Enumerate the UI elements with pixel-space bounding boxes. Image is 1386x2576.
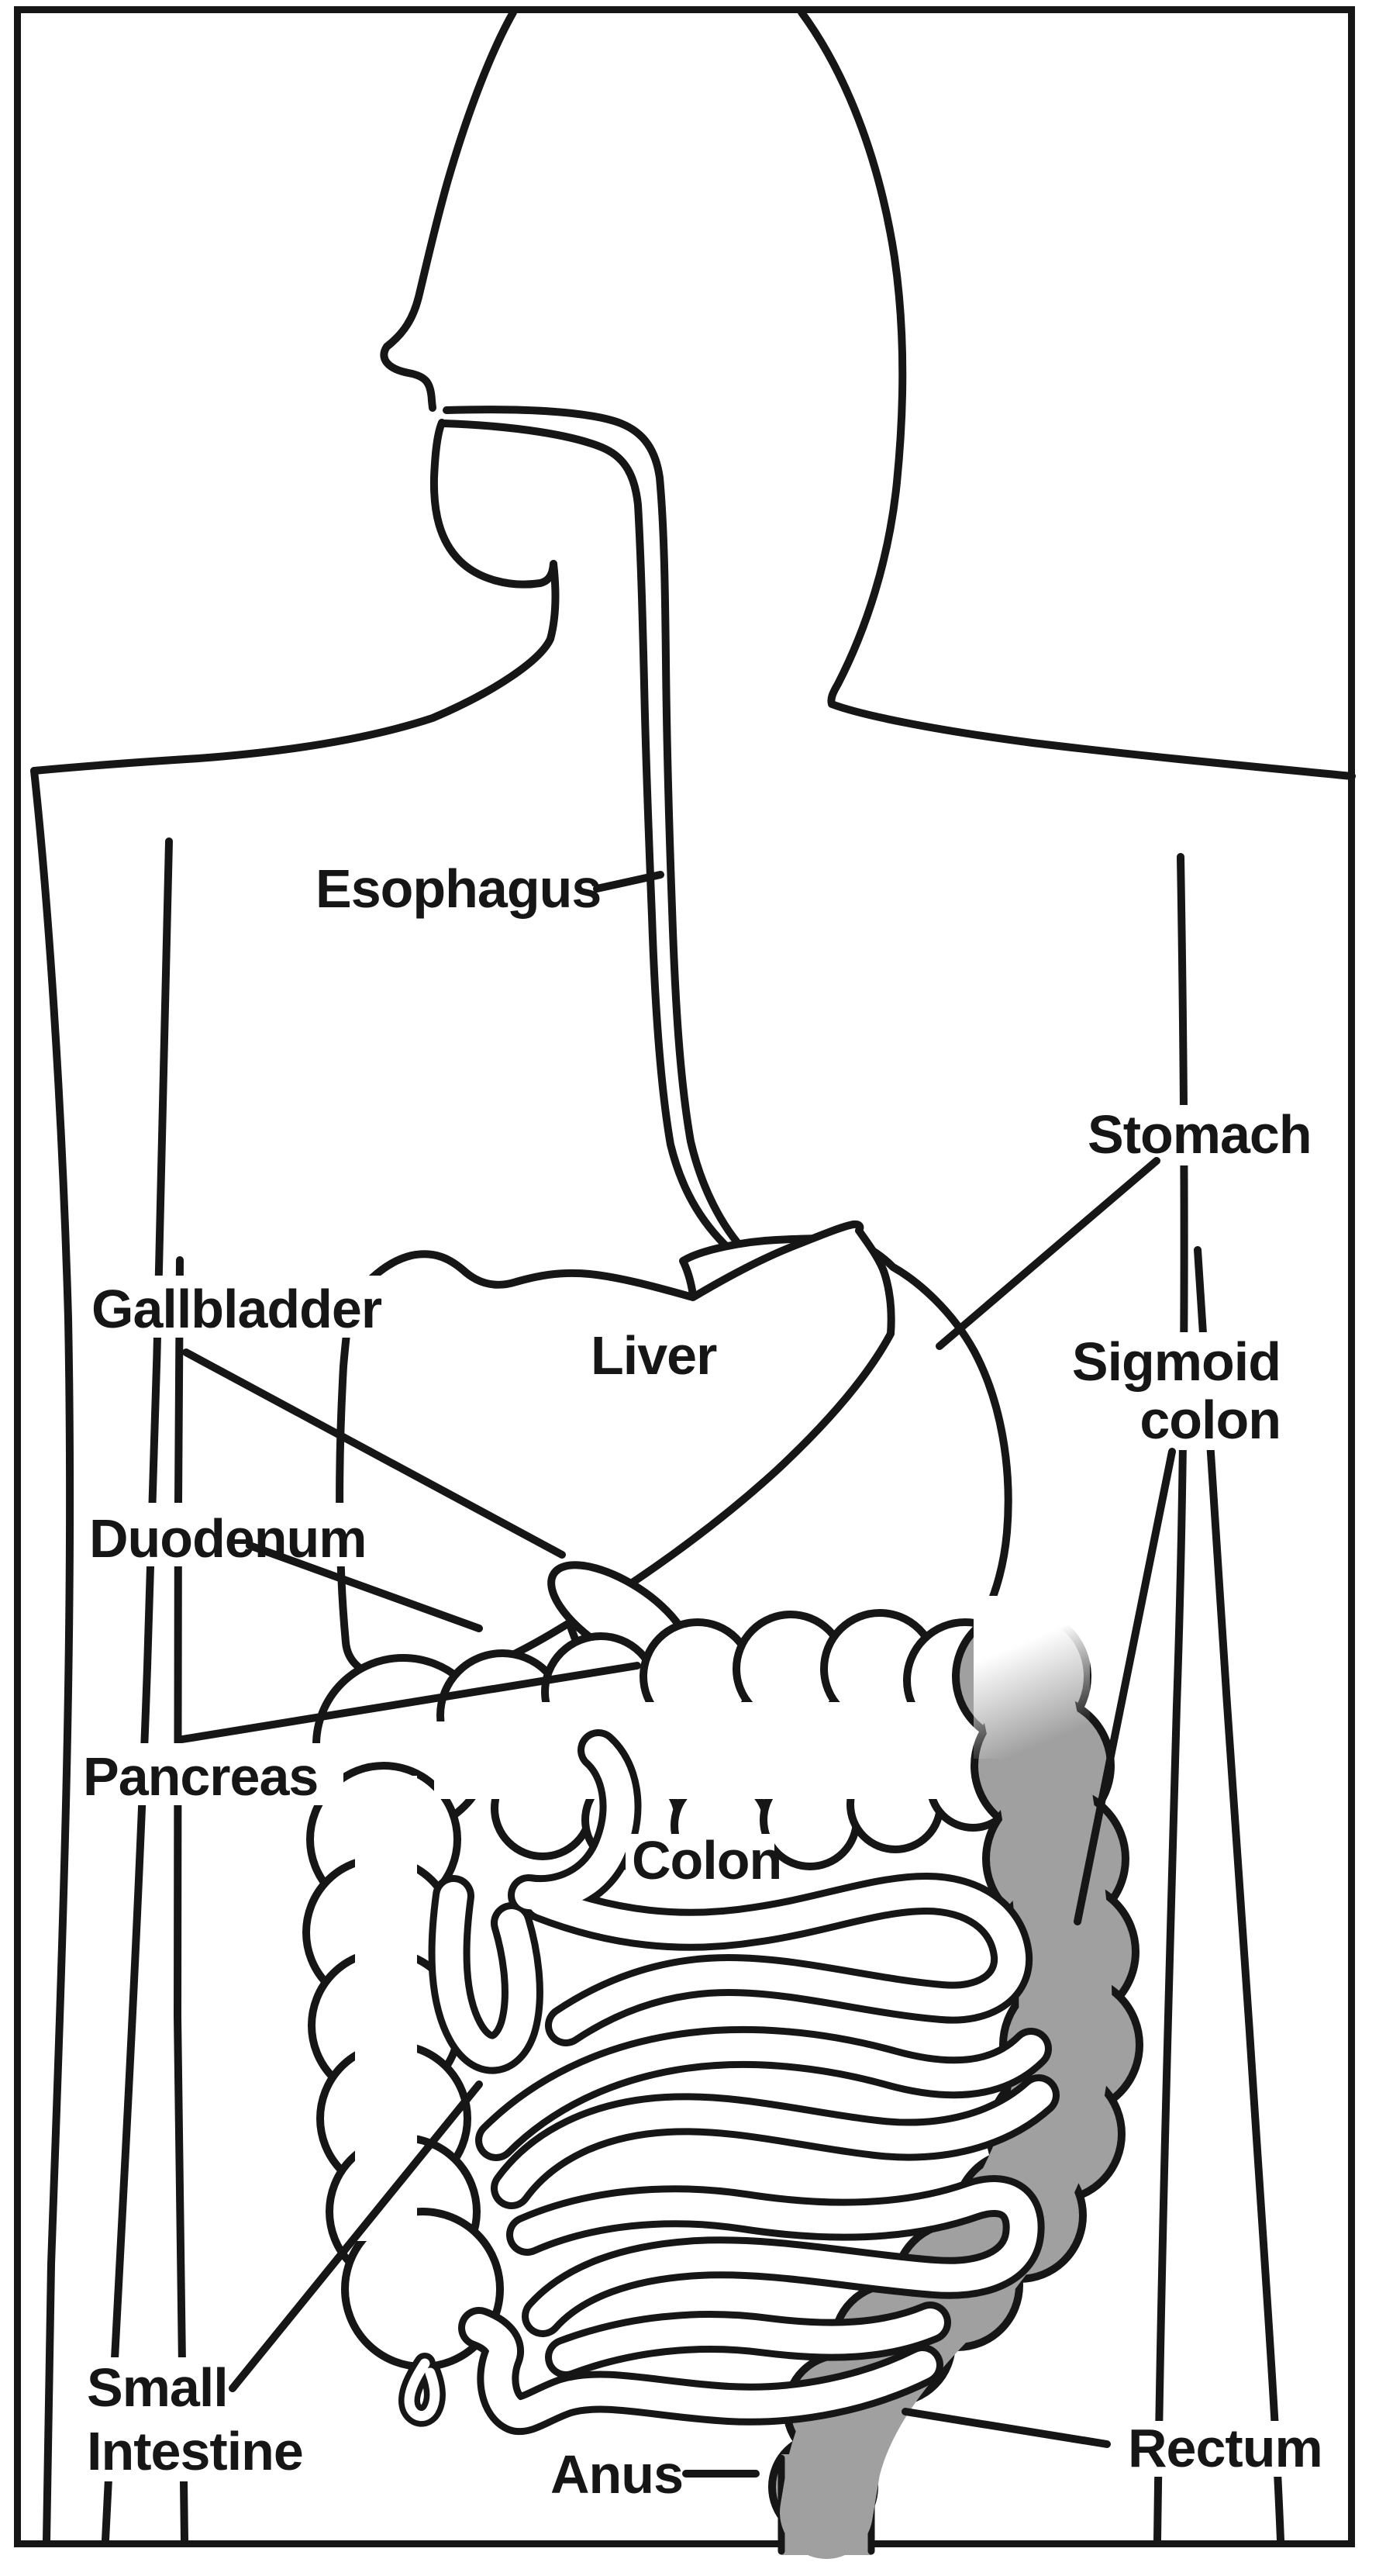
labels: Esophagus Stomach Sigmoid colon Gallblad… <box>83 858 1323 2505</box>
label-duodenum: Duodenum <box>89 1508 367 1569</box>
rectum-leader <box>902 2408 1111 2448</box>
small-intestine-leader <box>229 2080 483 2392</box>
left-arm-outer <box>30 767 74 2544</box>
label-stomach: Stomach <box>1088 1104 1312 1165</box>
left-arm-inner-line <box>102 837 173 2544</box>
label-backgrounds <box>76 853 1321 2505</box>
label-esophagus: Esophagus <box>315 858 601 919</box>
label-rectum: Rectum <box>1128 2418 1322 2478</box>
label-colon: Colon <box>632 1830 781 1891</box>
liver-shape <box>336 1220 895 1688</box>
colon-white <box>302 1609 1027 2371</box>
esophagus-tube <box>440 406 778 1276</box>
label-anus: Anus <box>550 2444 683 2505</box>
body-outline <box>30 9 1356 2544</box>
label-pancreas: Pancreas <box>83 1746 318 1807</box>
label-liver: Liver <box>591 1325 717 1386</box>
duodenum-leader <box>246 1542 483 1632</box>
gallbladder-leader <box>182 1348 566 1559</box>
pancreas-leader <box>178 1662 641 1743</box>
back-of-head-right-shoulder <box>798 9 1356 780</box>
label-small-intestine-line1: Small <box>87 2357 228 2418</box>
stomach-leader <box>936 1157 1160 1350</box>
leader-lines <box>178 871 1176 2478</box>
chin-jaw-neck-left-shoulder <box>30 419 560 775</box>
right-arm-inner-line <box>1153 853 1188 2544</box>
appendix-shape <box>398 2353 446 2427</box>
label-sigmoid-colon-line2: colon <box>1139 1390 1281 1450</box>
sigmoid-colon-leader <box>1074 1448 1176 1925</box>
face-profile <box>380 9 517 412</box>
label-small-intestine-line2: Intestine <box>87 2421 303 2481</box>
esophagus-leader <box>593 871 664 893</box>
label-sigmoid-colon-line1: Sigmoid <box>1072 1331 1281 1392</box>
label-gallbladder: Gallbladder <box>91 1279 382 1339</box>
diagram-border <box>14 6 1355 2547</box>
shading-fade <box>974 1596 1090 1759</box>
